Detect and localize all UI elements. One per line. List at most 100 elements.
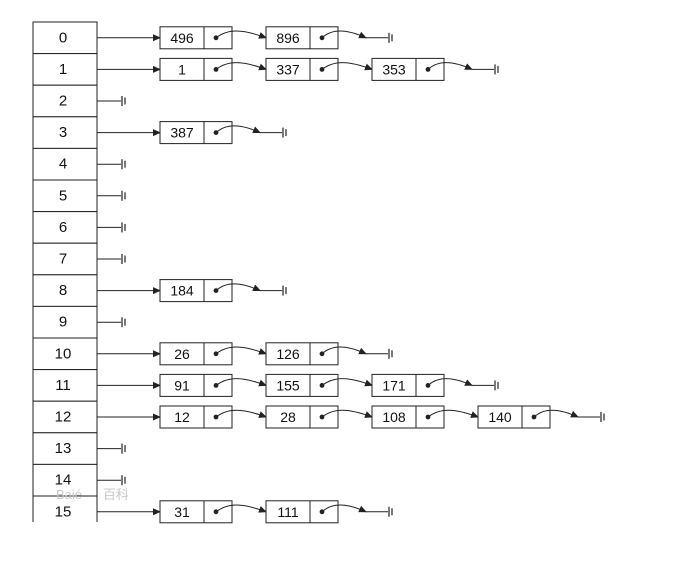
bucket-cell: 7	[32, 242, 98, 276]
next-pointer-arrow	[321, 30, 367, 39]
bucket-index-label: 0	[59, 29, 67, 46]
null-terminator	[282, 127, 287, 138]
bucket-cell: 13	[32, 432, 98, 465]
bucket-cell-box	[32, 495, 98, 522]
list-node: 896	[265, 26, 339, 50]
next-pointer-arrow	[321, 378, 373, 387]
list-node: 387	[159, 121, 233, 145]
bucket-index-label: 9	[59, 314, 67, 331]
bucket-cell: 2	[32, 84, 98, 118]
null-terminator	[121, 96, 126, 106]
node-value: 140	[488, 409, 512, 425]
next-pointer-arrow	[533, 409, 579, 418]
bucket-cell: 1	[32, 53, 98, 86]
node-value: 12	[174, 409, 190, 425]
bucket-cell: 6	[32, 211, 98, 244]
bucket-cell-box	[32, 242, 98, 276]
list-node: 111	[265, 500, 339, 524]
bucket-index-label: 12	[55, 409, 72, 426]
node-value: 1	[178, 61, 186, 77]
next-pointer-arrow	[215, 62, 267, 71]
node-box	[265, 373, 339, 397]
node-box	[265, 26, 339, 50]
list-node: 184	[159, 279, 233, 303]
list-node: 496	[159, 26, 233, 50]
list-node: 171	[371, 373, 445, 397]
null-terminator	[494, 64, 499, 75]
node-box	[265, 342, 339, 366]
next-pointer-arrow	[427, 409, 479, 418]
null-terminator	[121, 254, 126, 264]
node-value: 184	[170, 283, 194, 299]
node-box	[265, 57, 339, 81]
null-terminator	[121, 475, 126, 486]
null-terminator	[388, 32, 393, 43]
node-box	[371, 405, 445, 429]
bucket-cell: 0	[32, 21, 98, 55]
node-value: 496	[170, 30, 194, 46]
bucket-cell: 3	[32, 116, 98, 149]
node-box	[371, 57, 445, 81]
node-value: 111	[277, 504, 298, 520]
bucket-index-label: 14	[55, 472, 72, 489]
null-terminator	[282, 285, 287, 296]
bucket-index-label: 3	[59, 124, 67, 141]
node-value: 26	[174, 346, 190, 362]
next-pointer-arrow	[215, 346, 267, 355]
next-pointer-arrow	[215, 30, 267, 39]
node-value: 387	[170, 125, 194, 141]
node-value: 28	[280, 409, 296, 425]
bucket-index-label: 2	[59, 93, 67, 110]
node-value: 126	[276, 346, 300, 362]
node-value: 155	[276, 377, 300, 393]
bucket-cell: 11	[32, 369, 98, 402]
bucket-index-label: 4	[59, 156, 67, 173]
next-pointer-arrow	[427, 378, 473, 386]
bucket-cell: 12	[32, 400, 98, 434]
list-node: 26	[159, 342, 233, 366]
next-pointer-arrow	[427, 62, 473, 70]
next-pointer-arrow	[215, 125, 261, 134]
next-pointer-arrow	[321, 409, 373, 418]
bucket-cell-box	[32, 369, 98, 402]
null-terminator	[121, 443, 126, 454]
node-value: 91	[174, 377, 190, 393]
bucket-index-label: 10	[55, 345, 72, 362]
list-node: 353	[371, 57, 445, 81]
list-node: 126	[265, 342, 339, 366]
list-node: 12	[159, 405, 233, 429]
node-value: 353	[382, 61, 406, 77]
next-pointer-arrow	[321, 346, 367, 355]
node-box	[159, 373, 233, 397]
node-box	[159, 279, 233, 303]
next-pointer-arrow	[321, 504, 367, 513]
null-terminator	[121, 159, 126, 170]
bucket-cell: 5	[32, 179, 98, 213]
node-box	[371, 373, 445, 397]
next-pointer-arrow	[215, 283, 261, 292]
bucket-index-label: 11	[55, 377, 71, 394]
null-terminator	[388, 348, 393, 359]
node-value: 896	[276, 30, 300, 46]
null-terminator	[600, 412, 605, 422]
list-node: 31	[159, 500, 233, 524]
next-pointer-arrow	[215, 378, 267, 387]
next-pointer-arrow	[321, 62, 373, 71]
null-terminator	[494, 380, 499, 391]
node-box	[159, 121, 233, 145]
node-value: 31	[174, 504, 190, 520]
bucket-index-label: 1	[59, 61, 67, 78]
bucket-cell: 9	[32, 305, 98, 339]
bucket-cell-box	[32, 179, 98, 213]
list-node: 28	[265, 405, 339, 429]
bucket-cell-box	[32, 305, 98, 339]
bucket-index-label: 15	[55, 503, 72, 520]
bucket-cell: 10	[32, 337, 98, 371]
bucket-index-label: 7	[59, 251, 67, 268]
null-terminator	[388, 506, 393, 517]
list-node: 108	[371, 405, 445, 429]
bucket-cell: 8	[32, 274, 98, 307]
null-terminator	[121, 190, 126, 201]
node-box	[265, 500, 339, 524]
